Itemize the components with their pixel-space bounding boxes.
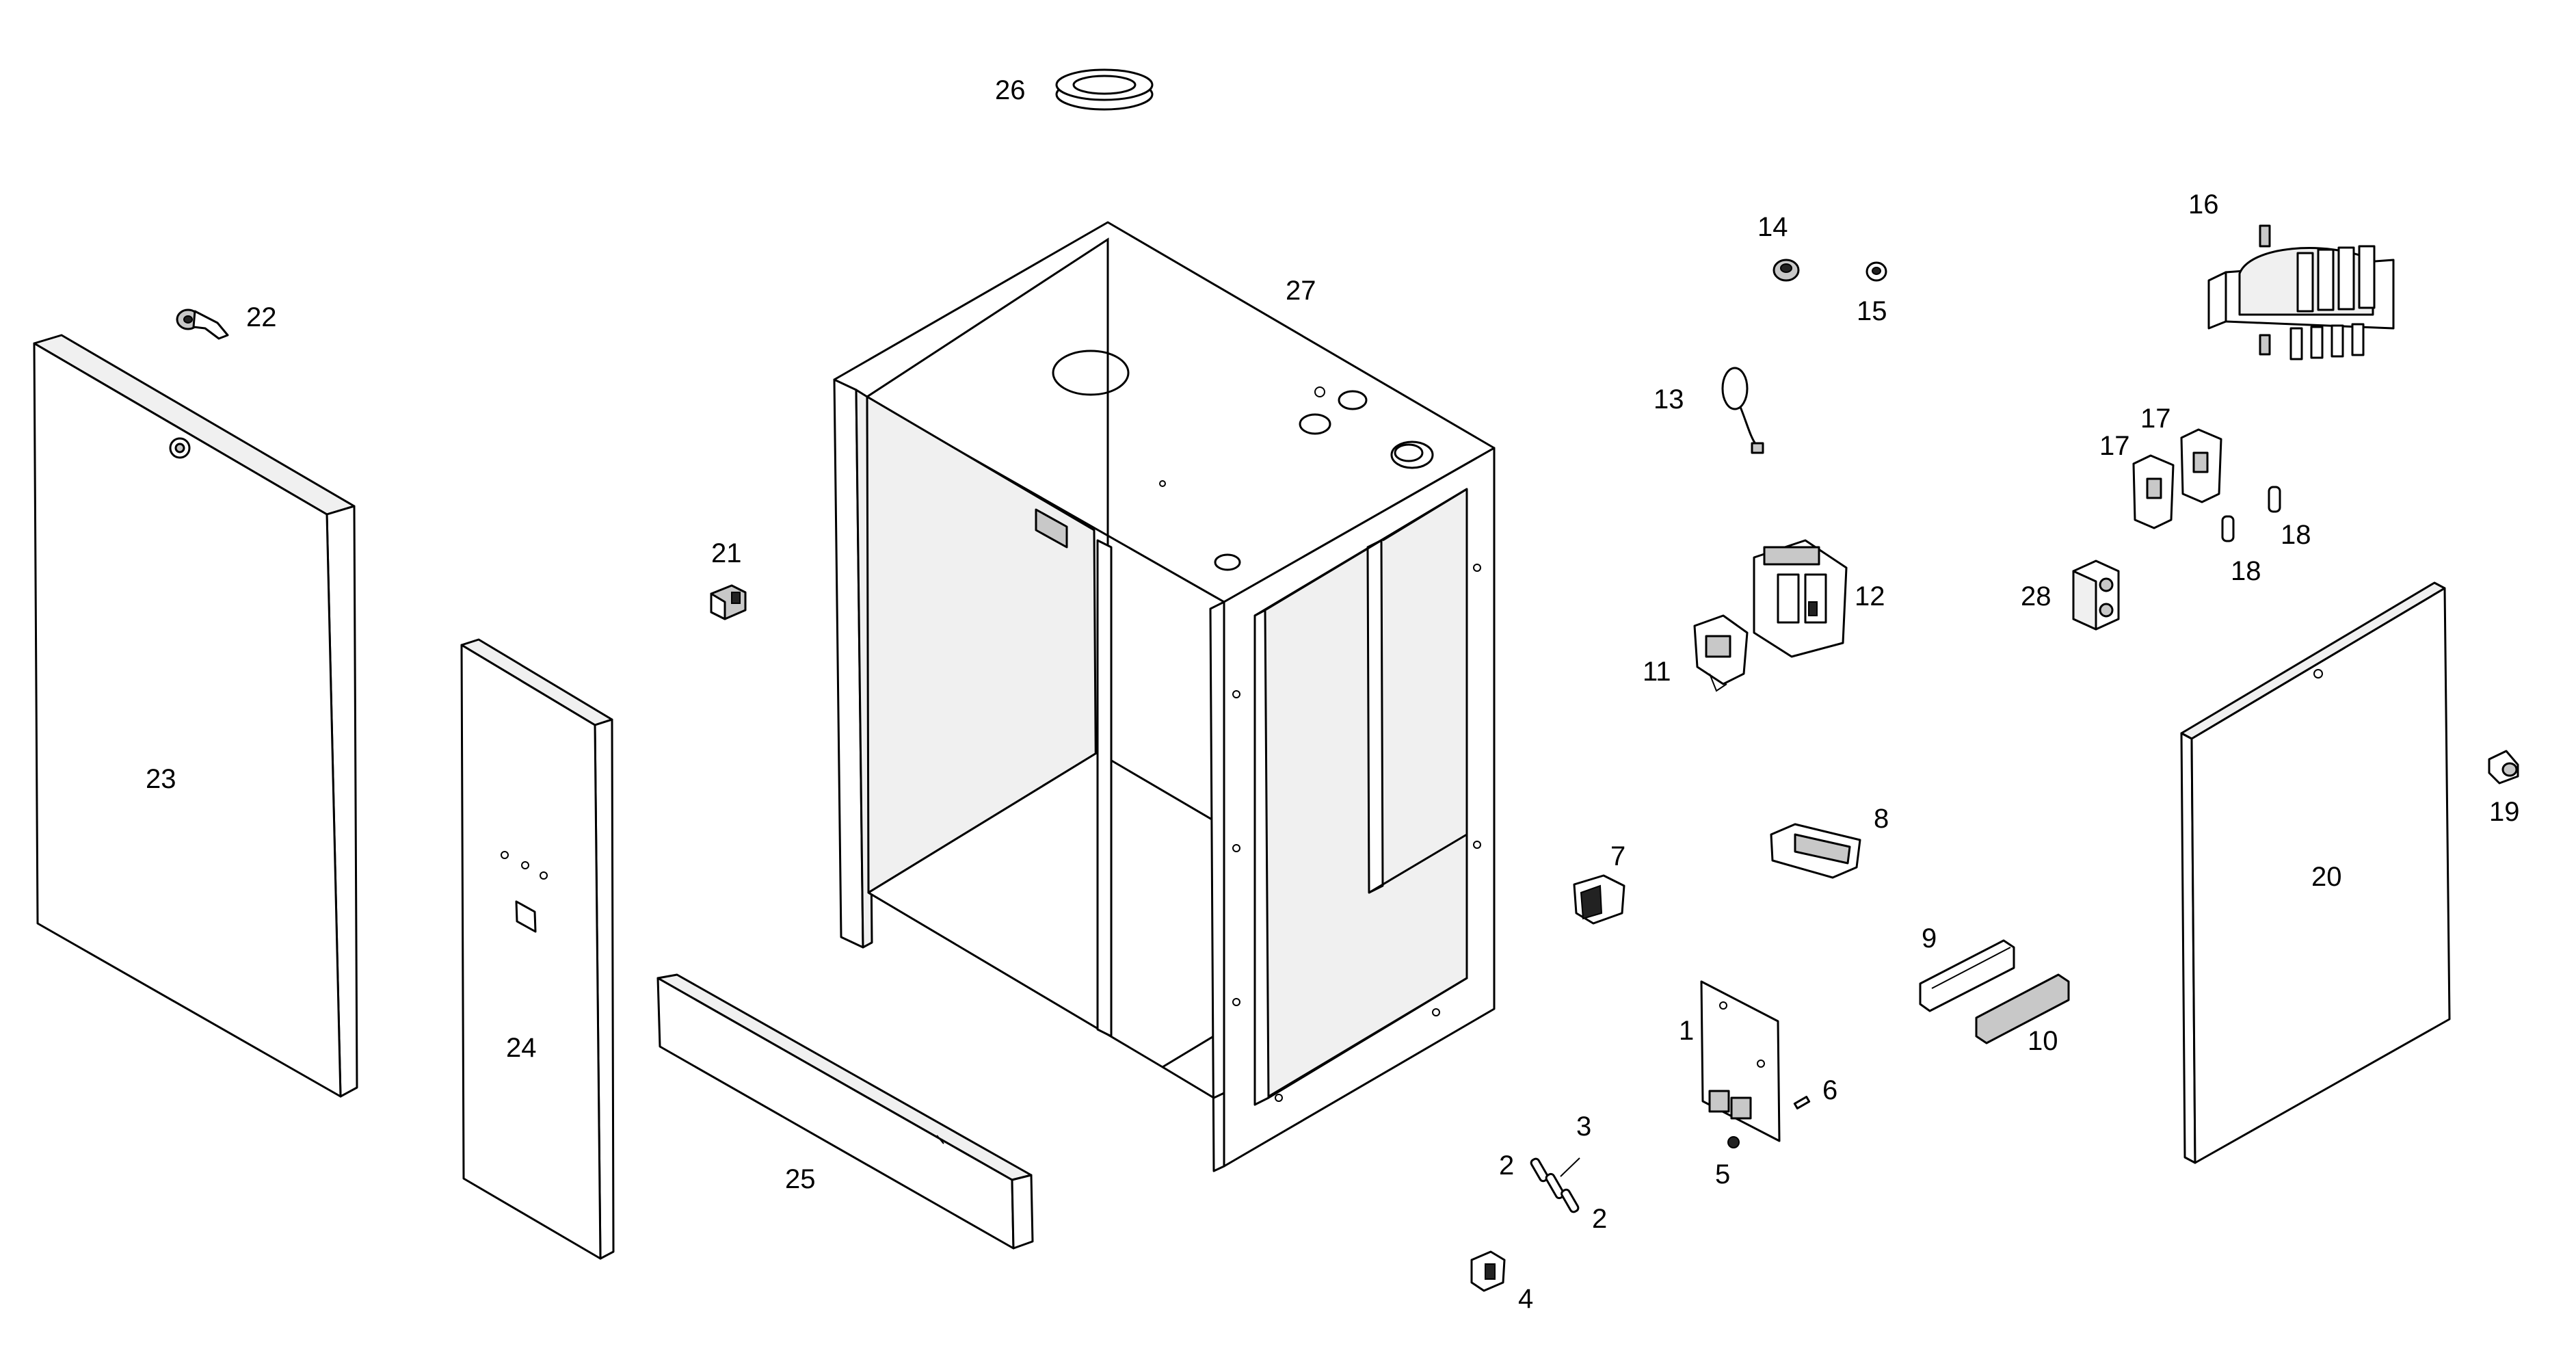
part-26-grommet xyxy=(1055,68,1154,111)
part-15-washer xyxy=(1865,261,1887,282)
label-17b: 17 xyxy=(2140,404,2171,434)
part-5-component xyxy=(1727,1136,1740,1148)
label-24: 24 xyxy=(506,1033,537,1063)
part-23-left-door xyxy=(33,334,358,1098)
label-1: 1 xyxy=(1679,1016,1694,1046)
part-7-relay xyxy=(1573,874,1625,925)
label-6: 6 xyxy=(1822,1075,1837,1105)
label-12: 12 xyxy=(1855,581,1885,611)
label-5: 5 xyxy=(1715,1159,1730,1189)
part-14-nut xyxy=(1772,259,1800,282)
part-4-switch xyxy=(1470,1250,1506,1292)
part-19-lock xyxy=(2488,750,2519,785)
label-16: 16 xyxy=(2188,189,2219,220)
part-18-fuses xyxy=(2221,486,2281,542)
label-2b: 2 xyxy=(1592,1204,1607,1234)
label-23: 23 xyxy=(146,764,176,794)
part-24-control-panel xyxy=(460,638,615,1260)
label-2a: 2 xyxy=(1499,1150,1514,1181)
part-22-lock xyxy=(176,308,229,340)
part-11-auxiliary-contact xyxy=(1693,614,1749,692)
label-4: 4 xyxy=(1518,1284,1533,1314)
part-9-terminal-strip xyxy=(1919,939,2015,1012)
label-11: 11 xyxy=(1643,657,1671,687)
part-12-contactor xyxy=(1753,539,1848,658)
part-27-cabinet xyxy=(833,221,1496,1172)
part-2-3-lamps xyxy=(1530,1157,1580,1213)
part-21-switch xyxy=(710,584,747,620)
label-15: 15 xyxy=(1857,296,1887,326)
label-21: 21 xyxy=(711,538,742,568)
label-20: 20 xyxy=(2311,862,2342,892)
label-17a: 17 xyxy=(2099,431,2130,461)
label-7: 7 xyxy=(1610,841,1625,871)
label-27: 27 xyxy=(1286,276,1316,306)
callout-labels: 1 2 2 3 4 5 6 7 8 9 10 11 12 13 14 15 16… xyxy=(146,75,2520,1314)
part-1-circuit-board xyxy=(1700,980,1781,1142)
part-10-terminal-strip xyxy=(1975,973,2070,1044)
part-16-transformer xyxy=(2207,224,2395,360)
part-17-fuse-holders xyxy=(2132,428,2222,529)
label-10: 10 xyxy=(2028,1026,2058,1056)
label-9: 9 xyxy=(1922,923,1937,953)
label-18b: 18 xyxy=(2231,556,2261,586)
label-25: 25 xyxy=(785,1164,816,1194)
part-6-component xyxy=(1793,1096,1811,1109)
label-22: 22 xyxy=(246,302,277,332)
label-13: 13 xyxy=(1654,384,1684,415)
label-28: 28 xyxy=(2021,581,2051,611)
label-3: 3 xyxy=(1576,1112,1591,1142)
label-26: 26 xyxy=(995,75,1026,105)
label-8: 8 xyxy=(1874,804,1889,834)
part-13-sensor xyxy=(1721,367,1764,454)
label-19: 19 xyxy=(2489,797,2520,827)
part-20-right-door xyxy=(2180,581,2451,1164)
part-28-terminal xyxy=(2072,560,2120,631)
part-8-connector xyxy=(1770,823,1861,879)
part-25-bottom-panel xyxy=(656,973,1034,1250)
label-18a: 18 xyxy=(2281,520,2311,550)
label-14: 14 xyxy=(1757,212,1788,242)
